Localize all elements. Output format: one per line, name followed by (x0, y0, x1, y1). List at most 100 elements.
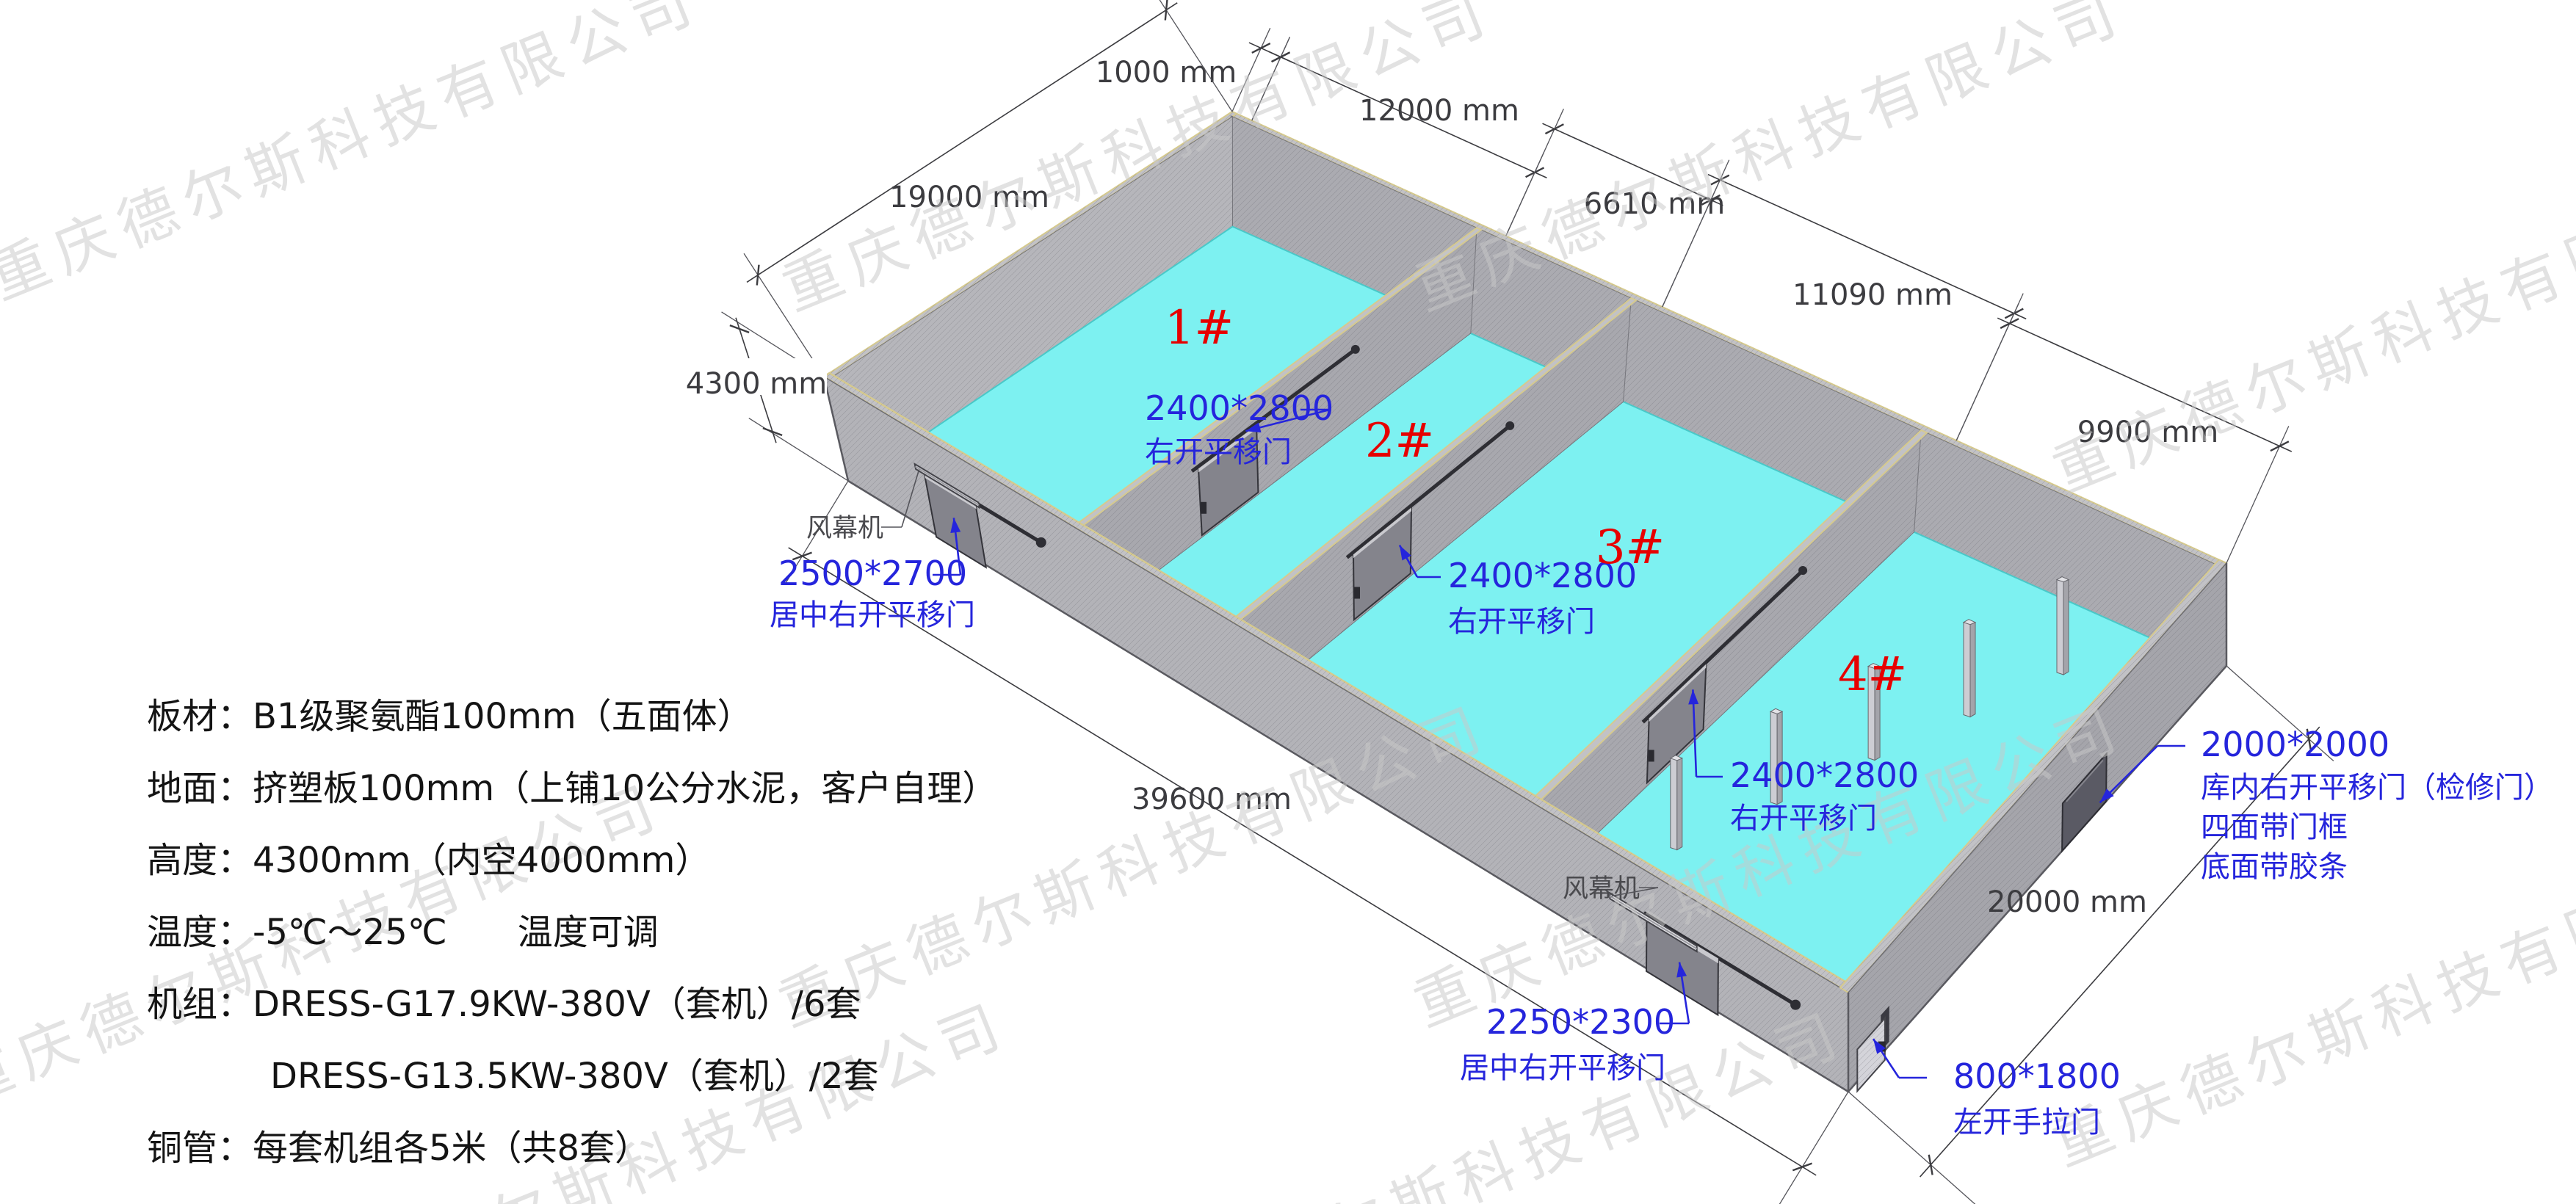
door-size-label: 2400*2800 (1730, 755, 1919, 795)
interior-sliding-door (1646, 662, 1707, 785)
door-type-label: 居中右开平移门 (1460, 1051, 1665, 1085)
watermark-text: 重庆德尔斯科技有限公司 (770, 692, 1499, 1040)
door-type-label: 库内右开平移门（检修门） (2201, 771, 2553, 805)
support-column-side-face (1676, 758, 1683, 851)
dim-extension (1848, 1091, 1976, 1204)
spec-line: 高度：4300mm（内空4000mm） (147, 840, 710, 881)
support-column-cap (1669, 755, 1684, 761)
spec-line: 地面：挤塑板100mm（上铺10公分水泥，客户自理） (147, 768, 997, 809)
door-size-label: 2400*2800 (1145, 388, 1334, 428)
dim-tick (762, 427, 783, 436)
partition-wall-face-hatch (1079, 228, 1477, 622)
door-type-label: 左开手拉门 (1953, 1106, 2100, 1139)
back-wall-inner-face-hatch (1231, 115, 2218, 668)
support-column-front-face (2056, 579, 2064, 675)
door-size-label: 2400*2800 (1448, 556, 1637, 595)
support-column-side-face (1969, 622, 1976, 718)
door-type-label: 底面带胶条 (2201, 850, 2348, 884)
dim-extension (2226, 426, 2290, 564)
dim-line (1268, 51, 1547, 178)
dimension-label: 4300 mm (686, 367, 827, 401)
dim-line (788, 547, 1817, 1176)
partition-door-rail (1345, 424, 1511, 559)
door-type-label: 右开平移门 (1145, 435, 1292, 469)
door-panel-top-edge (1353, 507, 1411, 559)
left-wall-top-rim-hatch (824, 112, 1237, 380)
dimension-label: 20000 mm (1987, 885, 2147, 919)
dim-extension (1251, 37, 1291, 121)
dim-tick (1928, 1154, 1933, 1175)
leader-arrowhead (1688, 689, 1699, 705)
watermark-text: 重庆德尔斯科技有限公司 (1405, 0, 2135, 324)
spec-line: 板材：B1级聚氨酯100mm（五面体） (147, 696, 753, 737)
door-size-label: 2000*2000 (2201, 725, 2389, 764)
dim-line (746, 2, 1178, 283)
front-wall-outer-face-hatch (824, 377, 1848, 1092)
support-column-side-face (2063, 579, 2069, 675)
label-leader-line (901, 469, 920, 528)
dim-tick (1164, 0, 1168, 21)
dim-line (1997, 317, 2293, 452)
door-type-label: 居中右开平移门 (770, 598, 975, 632)
air-curtain-groove (914, 465, 980, 506)
partition-door-rail (1641, 569, 1804, 724)
dim-tick (729, 324, 750, 333)
dim-tick (1792, 1162, 1813, 1172)
label-leader-line (1611, 887, 1659, 897)
dim-tick (1710, 174, 1730, 186)
support-column-front-face (1670, 758, 1678, 851)
dim-line (1919, 726, 2320, 1178)
support-column-cap (1769, 708, 1784, 714)
room-label: 4# (1838, 648, 1907, 702)
leader-arrowhead (1245, 422, 1262, 433)
door-size-label: 2500*2700 (778, 554, 967, 593)
partition-wall-face-hatch (1535, 430, 1922, 893)
leader-arrowhead (950, 518, 961, 533)
dim-extension (1231, 27, 1271, 112)
left-corner-edge (822, 376, 850, 482)
door-type-label: 四面带门框 (2201, 810, 2348, 844)
dim-tick (1251, 43, 1271, 54)
dim-extension (1662, 159, 1730, 308)
support-column-front-face (1963, 622, 1971, 718)
dim-tick (2306, 728, 2312, 750)
dimension-label: 9900 mm (2077, 416, 2218, 449)
back-wall-top-rim-hatch (1228, 112, 2226, 567)
opening-frame-line (2066, 759, 2104, 802)
leader-arrowhead (1399, 545, 1411, 561)
dimension-label: 19000 mm (889, 181, 1049, 214)
dim-tick (1544, 123, 1564, 135)
spec-line: DRESS-G13.5KW-380V（套机）/2套 (270, 1056, 879, 1097)
room-label: 1# (1165, 301, 1234, 355)
support-column-cap (1962, 619, 1977, 625)
air-curtain-label: 风幕机 (1563, 874, 1640, 904)
air-curtain-groove (1609, 895, 1698, 950)
dim-label-bg (686, 358, 827, 395)
dimension-label: 12000 mm (1359, 94, 1519, 128)
dimension-label: 6610 mm (1584, 187, 1725, 221)
door-handle (1648, 750, 1654, 762)
watermark-text: 重庆德尔斯科技有限公司 (0, 0, 709, 313)
hand-pull-door-hatch (1857, 1018, 1885, 1092)
dim-tick (1271, 51, 1291, 63)
dim-line (1542, 123, 1723, 206)
rail-end-cap (1035, 537, 1046, 548)
dim-extension (2226, 665, 2334, 761)
support-column-cap (2055, 576, 2070, 583)
door-panel-top-edge (1198, 425, 1257, 473)
rail-end-cap (1798, 566, 1808, 576)
building-3d (822, 110, 2228, 1093)
dim-tick (792, 551, 813, 561)
air-curtain-label: 风幕机 (806, 514, 883, 543)
door-handle (1354, 587, 1361, 599)
rail-end-cap (1790, 999, 1801, 1010)
leader-arrowhead (1676, 962, 1687, 978)
watermark-text: 重庆德尔斯科技有限公司 (2044, 159, 2576, 507)
door-handle (1201, 501, 1207, 514)
dimension-label: 39600 mm (1132, 783, 1292, 816)
door-panel-top-edge (1649, 664, 1707, 722)
room-label: 3# (1596, 521, 1665, 575)
